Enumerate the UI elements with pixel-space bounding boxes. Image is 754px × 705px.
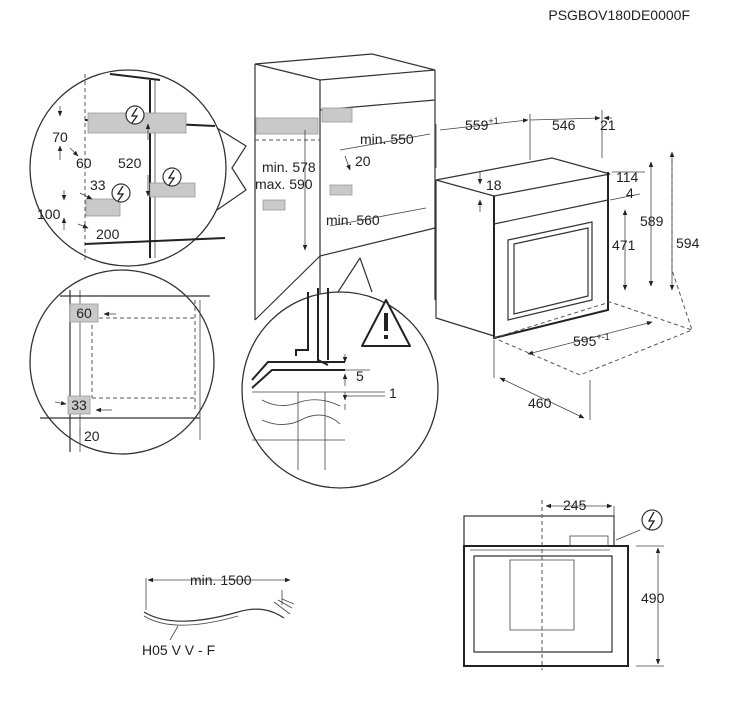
- dim-min-560: min. 560: [326, 212, 380, 228]
- dim-60: 60: [76, 305, 92, 321]
- cabinet-drawing: min. 550 min. 578 max. 590 20 min. 560: [254, 53, 436, 420]
- dim-60: 60: [76, 155, 92, 171]
- dim-100: 100: [37, 206, 61, 222]
- detail-circle: 5 1: [241, 257, 439, 489]
- dim-20: 20: [84, 428, 100, 444]
- dim-546: 546: [552, 117, 576, 133]
- dim-min-550: min. 550: [360, 131, 414, 147]
- dim-490: 490: [641, 590, 665, 606]
- dim-200: 200: [96, 226, 120, 242]
- oven-drawing: 559+1 546 21 18 114 4 589 594 471 595+-1…: [435, 110, 700, 420]
- warning-triangle-icon: [361, 299, 411, 347]
- dim-559-value: 559: [465, 117, 489, 133]
- dim-33: 33: [71, 397, 87, 413]
- dim-520: 520: [118, 155, 142, 171]
- dim-559-tolerance: +1: [488, 116, 498, 126]
- dim-21: 21: [600, 117, 616, 133]
- dim-471: 471: [612, 237, 636, 253]
- dim-min-578: min. 578: [262, 159, 316, 175]
- dim-33: 33: [90, 177, 106, 193]
- dim-max-590: max. 590: [255, 176, 313, 192]
- power-symbol-icon: [125, 105, 145, 125]
- zoom-circle-bottom: 60 33 20: [29, 269, 215, 455]
- dim-559: 559+1: [465, 116, 499, 133]
- power-symbol-icon: [111, 183, 131, 203]
- zoom-circle-top: 70 60 520 33 100 200: [29, 69, 247, 267]
- dim-595: 595+-1: [573, 332, 610, 349]
- dim-1: 1: [389, 385, 397, 401]
- oven-top-view: 245 490: [463, 497, 665, 670]
- power-symbol-icon: [641, 509, 663, 531]
- dim-20: 20: [355, 153, 371, 169]
- dim-70: 70: [52, 129, 68, 145]
- dim-5: 5: [356, 368, 364, 384]
- dim-min-1500: min. 1500: [190, 572, 252, 588]
- cable-type: H05 V V - F: [142, 642, 215, 658]
- dim-114: 114: [616, 169, 639, 185]
- power-cable: min. 1500 H05 V V - F: [142, 572, 295, 658]
- dim-460: 460: [528, 395, 552, 411]
- power-symbol-icon: [162, 167, 182, 187]
- dim-589: 589: [640, 213, 664, 229]
- model-code: PSGBOV180DE0000F: [548, 7, 690, 23]
- dim-594: 594: [676, 235, 700, 251]
- dim-595-value: 595: [573, 333, 597, 349]
- dim-245: 245: [563, 497, 587, 513]
- dim-595-tolerance: +-1: [596, 332, 609, 342]
- dim-18: 18: [486, 177, 502, 193]
- dim-4: 4: [626, 185, 634, 201]
